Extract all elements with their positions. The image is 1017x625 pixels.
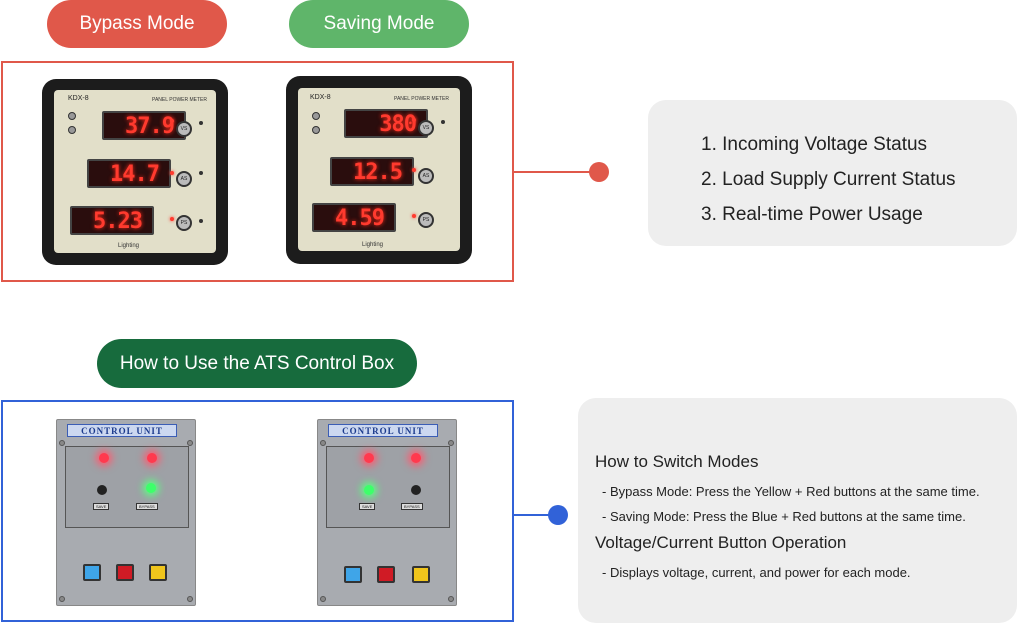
screw-icon xyxy=(68,126,76,134)
meter-info-list: 1. Incoming Voltage Status 2. Load Suppl… xyxy=(701,127,956,232)
control-connector-line xyxy=(514,514,558,516)
status-led xyxy=(170,119,174,123)
meter-info-card: 1. Incoming Voltage Status 2. Load Suppl… xyxy=(648,100,1017,246)
saving-lamp xyxy=(97,485,107,495)
power-lamp xyxy=(99,453,109,463)
saving-instruction: - Saving Mode: Press the Blue + Red butt… xyxy=(602,509,966,524)
control-connector-dot xyxy=(548,505,568,525)
control-unit-bypass: CONTROL UNIT SAVE BYPASS xyxy=(56,419,196,606)
screw-icon xyxy=(312,126,320,134)
current-select-button[interactable]: AS xyxy=(176,171,192,187)
red-button[interactable] xyxy=(116,564,134,581)
meter-brand: KDX-8 xyxy=(310,94,331,101)
status-led xyxy=(170,217,174,221)
voltage-select-button[interactable]: VS xyxy=(418,120,434,136)
button-operation-description: - Displays voltage, current, and power f… xyxy=(602,565,911,580)
meter-footer-logo: Lighting xyxy=(118,243,140,249)
meter-footer-logo: Lighting xyxy=(362,242,384,248)
screw-icon xyxy=(448,440,454,446)
status-led xyxy=(412,214,416,218)
screw-icon xyxy=(68,112,76,120)
lamp-tag: BYPASS xyxy=(401,503,423,510)
switch-modes-heading: How to Switch Modes xyxy=(595,452,759,471)
control-unit-panel: SAVE BYPASS xyxy=(65,446,189,528)
bypass-instruction: - Bypass Mode: Press the Yellow + Red bu… xyxy=(602,484,980,499)
screw-icon xyxy=(59,440,65,446)
power-meter-bypass: KDX-8 PANEL POWER METER 37.9 14.7 5.23 V… xyxy=(42,79,228,265)
meter-title: PANEL POWER METER xyxy=(394,96,450,102)
button-operation-heading: Voltage/Current Button Operation xyxy=(595,533,847,552)
status-led xyxy=(170,171,174,175)
status-led xyxy=(412,118,416,122)
howto-title: How to Use the ATS Control Box xyxy=(97,339,417,388)
control-units-frame xyxy=(1,400,514,622)
screw-icon xyxy=(448,596,454,602)
power-select-button[interactable]: PS xyxy=(418,212,434,228)
power-lamp xyxy=(364,453,374,463)
switch-info-card: How to Switch Modes - Bypass Mode: Press… xyxy=(578,398,1017,623)
saving-lamp xyxy=(364,485,374,495)
voltage-select-button[interactable]: VS xyxy=(176,121,192,137)
lamp-tag: BYPASS xyxy=(136,503,158,510)
power-display: 4.59 xyxy=(312,203,396,232)
meter-title: PANEL POWER METER xyxy=(152,97,208,103)
screw-icon xyxy=(320,440,326,446)
status-led xyxy=(441,120,445,124)
meters-connector-dot xyxy=(589,162,609,182)
voltage-display: 37.9 xyxy=(102,111,186,140)
power-select-button[interactable]: PS xyxy=(176,215,192,231)
status-led xyxy=(199,171,203,175)
screw-icon xyxy=(320,596,326,602)
status-led xyxy=(199,121,203,125)
lamp-tag: SAVE xyxy=(93,503,110,510)
control-unit-saving: CONTROL UNIT SAVE BYPASS xyxy=(317,419,457,606)
status-led xyxy=(199,219,203,223)
current-display: 12.5 xyxy=(330,157,414,186)
lamp-tag: SAVE xyxy=(359,503,376,510)
meter-brand: KDX-8 xyxy=(68,95,89,102)
meters-frame xyxy=(1,61,514,282)
status-led xyxy=(412,168,416,172)
bypass-lamp xyxy=(146,483,156,493)
screw-icon xyxy=(187,440,193,446)
screw-icon xyxy=(312,112,320,120)
bypass-mode-label: Bypass Mode xyxy=(47,0,227,48)
meter-info-item: 1. Incoming Voltage Status xyxy=(701,134,928,155)
power-lamp xyxy=(147,453,157,463)
power-lamp xyxy=(411,453,421,463)
control-unit-title: CONTROL UNIT xyxy=(328,424,438,437)
blue-button[interactable] xyxy=(83,564,101,581)
yellow-button[interactable] xyxy=(149,564,167,581)
yellow-button[interactable] xyxy=(412,566,430,583)
bypass-lamp xyxy=(411,485,421,495)
control-unit-title: CONTROL UNIT xyxy=(67,424,177,437)
power-meter-saving: KDX-8 PANEL POWER METER 380 12.5 4.59 VS… xyxy=(286,76,472,264)
current-display: 14.7 xyxy=(87,159,171,188)
control-unit-panel: SAVE BYPASS xyxy=(326,446,450,528)
saving-mode-label: Saving Mode xyxy=(289,0,469,48)
screw-icon xyxy=(187,596,193,602)
power-display: 5.23 xyxy=(70,206,154,235)
meter-info-item: 3. Real-time Power Usage xyxy=(701,204,923,225)
blue-button[interactable] xyxy=(344,566,362,583)
voltage-display: 380 xyxy=(344,109,428,138)
current-select-button[interactable]: AS xyxy=(418,168,434,184)
meter-info-item: 2. Load Supply Current Status xyxy=(701,169,956,190)
meters-connector-line xyxy=(514,171,600,173)
screw-icon xyxy=(59,596,65,602)
red-button[interactable] xyxy=(377,566,395,583)
